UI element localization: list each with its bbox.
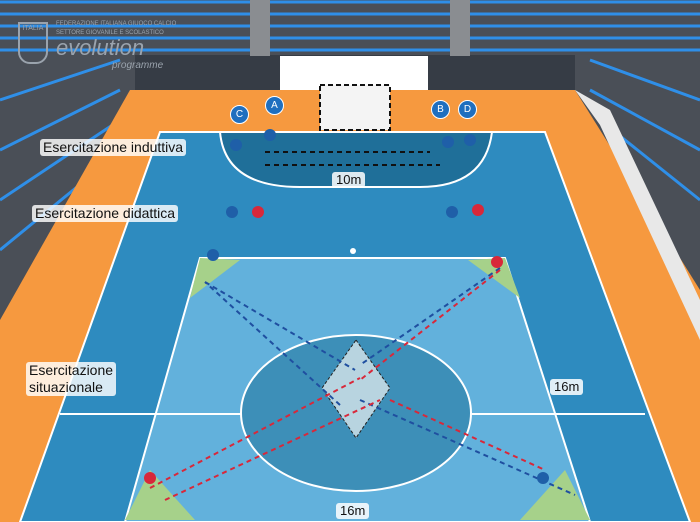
badge-a: A xyxy=(265,96,284,115)
label-didactic: Esercitazione didattica xyxy=(32,205,179,222)
logo-brand: evolution xyxy=(56,35,145,60)
goal xyxy=(319,84,391,131)
label-situational-line2: situazionale xyxy=(29,379,103,395)
stand-stripes xyxy=(0,0,700,252)
label-situational-line1: Esercitazione xyxy=(29,362,114,378)
measure-10m: 10m xyxy=(332,172,366,188)
penalty-area xyxy=(218,131,494,188)
badge-c: C xyxy=(230,105,249,124)
badge-b: B xyxy=(431,100,450,119)
italia-crest: ITALIA xyxy=(18,22,48,64)
players xyxy=(144,129,549,484)
badge-d: D xyxy=(458,100,477,119)
logo-sub: programme xyxy=(112,60,164,71)
logo-sector: SETTORE GIOVANILE E SCOLASTICO xyxy=(56,30,164,36)
diamond-zone xyxy=(321,339,391,439)
label-inductive: Esercitazione induttiva xyxy=(40,139,187,156)
measure-side-16m: 16m xyxy=(550,379,584,395)
measure-bottom-16m: 16m xyxy=(336,503,370,519)
logo-federation: FEDERAZIONE ITALIANA GIUOCO CALCIO xyxy=(56,21,177,27)
